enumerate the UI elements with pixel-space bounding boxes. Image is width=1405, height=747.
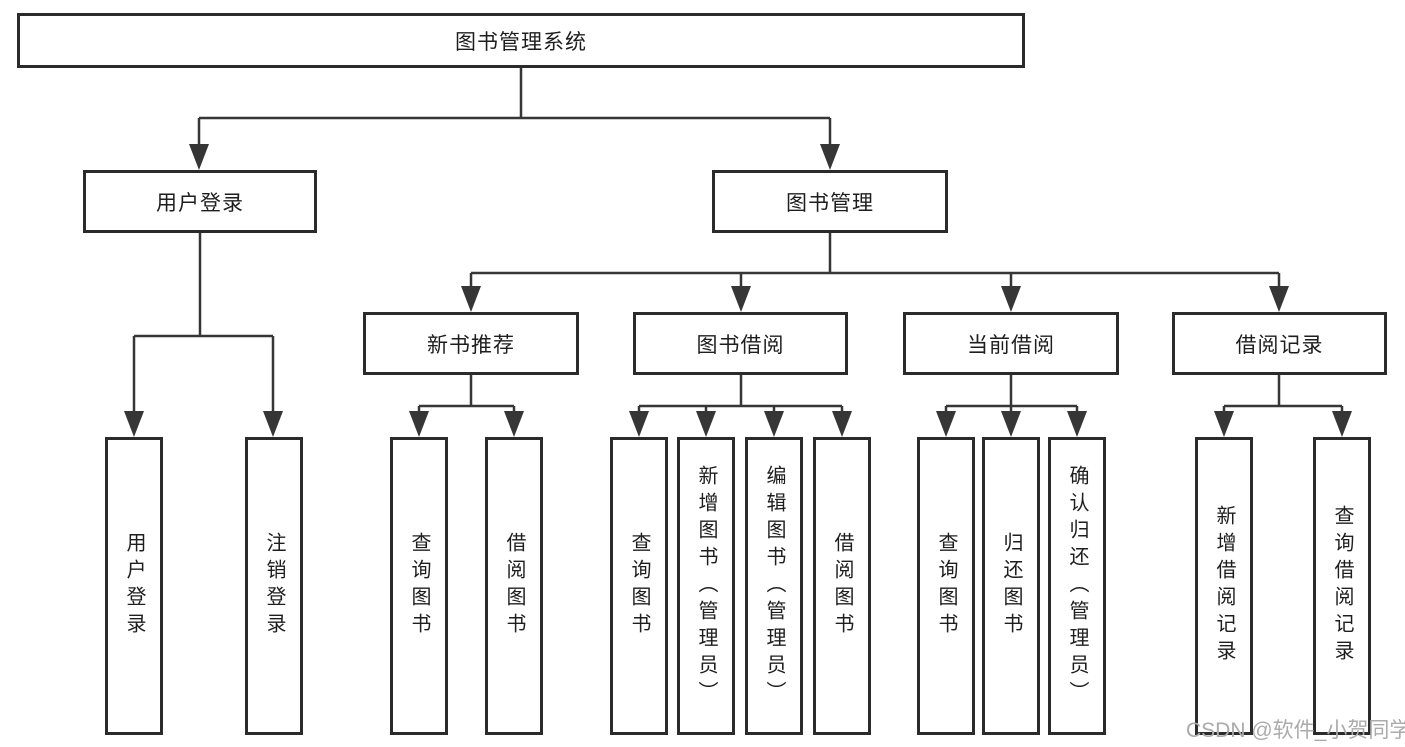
leaf-borrow-books: 借阅图书 bbox=[813, 437, 871, 735]
leaf-user-login-label: 用户登录 bbox=[123, 532, 145, 640]
leaf-add-borrow-record-label: 新增借阅记录 bbox=[1213, 505, 1235, 667]
leaf-add-books-admin-label: 新增图书（管理员） bbox=[695, 464, 717, 708]
node-user-login: 用户登录 bbox=[83, 170, 317, 233]
node-current-borrowing-label: 当前借阅 bbox=[967, 333, 1055, 357]
csdn-watermark: CSDN @软件_小贺同学 bbox=[1186, 719, 1405, 742]
edge-newbook-to-leaves bbox=[417, 375, 516, 413]
arrowhead bbox=[696, 411, 716, 437]
leaf-logout-login-label: 注销登录 bbox=[263, 532, 285, 640]
arrowhead bbox=[731, 286, 751, 312]
edge-currentborrow-to-leaves bbox=[944, 375, 1079, 413]
leaf-query-borrow-record: 查询借阅记录 bbox=[1313, 437, 1371, 735]
node-library-system-label: 图书管理系统 bbox=[455, 30, 587, 54]
arrowhead bbox=[189, 144, 209, 170]
node-library-system: 图书管理系统 bbox=[17, 13, 1025, 68]
arrowhead bbox=[124, 411, 144, 437]
leaf-query-books-recommend-label: 查询图书 bbox=[408, 532, 430, 640]
leaf-logout-login: 注销登录 bbox=[245, 437, 303, 735]
node-user-login-label: 用户登录 bbox=[156, 191, 244, 215]
leaf-edit-books-admin-label: 编辑图书（管理员） bbox=[763, 464, 785, 708]
node-book-borrowing-label: 图书借阅 bbox=[696, 333, 785, 357]
node-book-management: 图书管理 bbox=[712, 170, 948, 233]
arrowhead bbox=[820, 144, 840, 170]
node-borrowing-records: 借阅记录 bbox=[1172, 312, 1387, 375]
arrowhead bbox=[504, 411, 524, 437]
edge-root-to-level2 bbox=[197, 68, 832, 149]
leaf-add-borrow-record: 新增借阅记录 bbox=[1195, 437, 1253, 735]
arrowhead bbox=[409, 411, 429, 437]
arrowhead bbox=[1001, 411, 1021, 437]
leaf-return-books: 归还图书 bbox=[982, 437, 1040, 735]
leaf-query-books-borrow-label: 查询图书 bbox=[628, 532, 650, 640]
arrowhead bbox=[832, 411, 852, 437]
arrowhead bbox=[1332, 411, 1352, 437]
leaf-confirm-return-admin-label: 确认归还（管理员） bbox=[1066, 464, 1088, 708]
node-new-book-recommend: 新书推荐 bbox=[363, 312, 579, 375]
leaf-user-login: 用户登录 bbox=[105, 437, 163, 735]
arrowhead bbox=[936, 411, 956, 437]
edge-borrowrecord-to-leaves bbox=[1222, 375, 1344, 413]
leaf-return-books-label: 归还图书 bbox=[1000, 532, 1022, 640]
leaf-query-borrow-record-label: 查询借阅记录 bbox=[1331, 505, 1353, 667]
node-book-borrowing: 图书借阅 bbox=[633, 312, 848, 375]
leaf-query-books-borrow: 查询图书 bbox=[610, 437, 668, 735]
leaf-borrow-books-label: 借阅图书 bbox=[831, 532, 853, 640]
node-current-borrowing: 当前借阅 bbox=[903, 312, 1119, 375]
leaf-edit-books-admin: 编辑图书（管理员） bbox=[745, 437, 803, 735]
leaf-borrow-books-recommend-label: 借阅图书 bbox=[503, 532, 525, 640]
leaf-query-books-current: 查询图书 bbox=[917, 437, 975, 735]
edge-userlogin-to-leaves bbox=[132, 233, 275, 413]
arrowhead bbox=[1269, 286, 1289, 312]
arrowhead bbox=[629, 411, 649, 437]
arrowhead bbox=[1067, 411, 1087, 437]
arrowheads bbox=[124, 144, 1352, 437]
arrowhead bbox=[1001, 286, 1021, 312]
leaf-confirm-return-admin: 确认归还（管理员） bbox=[1048, 437, 1106, 735]
edge-bookmgmt-to-level3 bbox=[469, 233, 1281, 288]
node-book-management-label: 图书管理 bbox=[786, 191, 874, 215]
leaf-borrow-books-recommend: 借阅图书 bbox=[485, 437, 543, 735]
node-new-book-recommend-label: 新书推荐 bbox=[427, 333, 515, 357]
arrowhead bbox=[461, 286, 481, 312]
leaf-add-books-admin: 新增图书（管理员） bbox=[677, 437, 735, 735]
node-borrowing-records-label: 借阅记录 bbox=[1235, 333, 1324, 357]
arrowhead bbox=[764, 411, 784, 437]
arrowhead bbox=[1214, 411, 1234, 437]
leaf-query-books-recommend: 查询图书 bbox=[390, 437, 448, 735]
edge-bookborrow-to-leaves bbox=[637, 375, 844, 413]
tree-edges bbox=[132, 68, 1344, 413]
arrowhead bbox=[263, 411, 283, 437]
leaf-query-books-current-label: 查询图书 bbox=[935, 532, 957, 640]
